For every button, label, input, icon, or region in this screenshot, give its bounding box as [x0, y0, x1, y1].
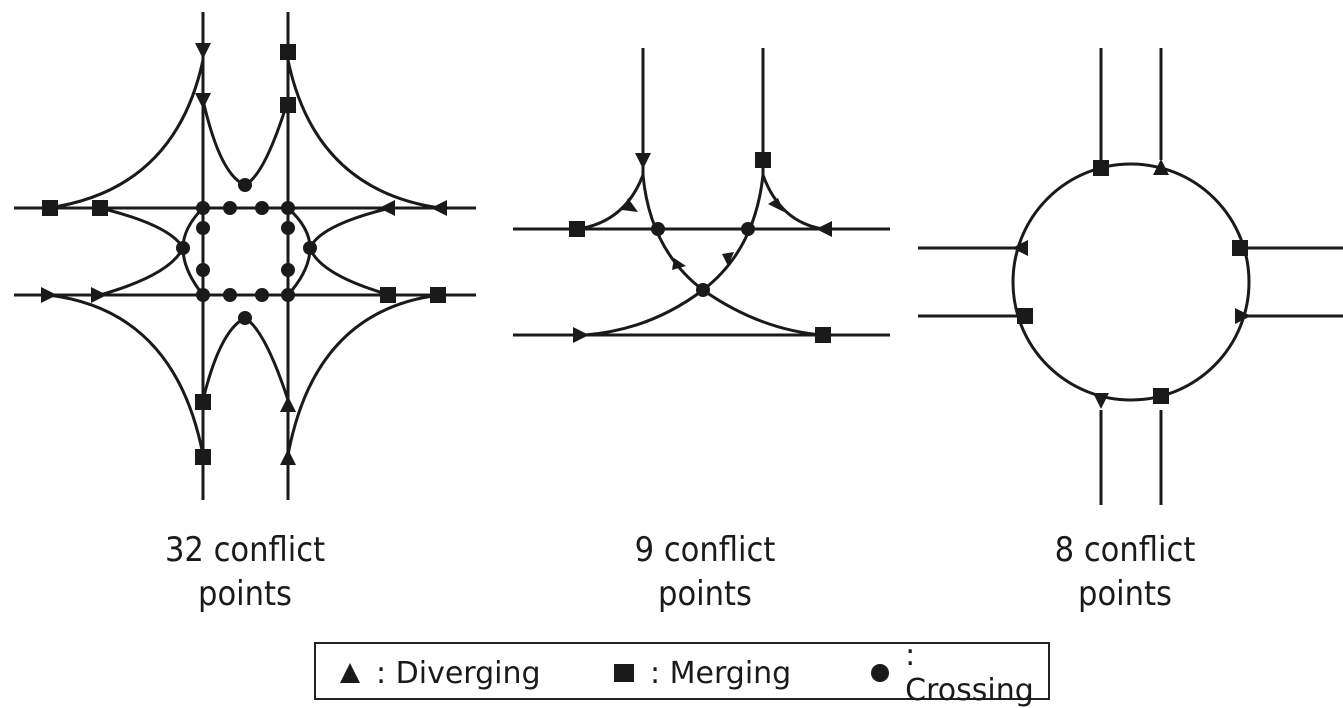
t-turn-paths: [577, 174, 824, 337]
intersection-roads: [14, 12, 476, 500]
circle-icon: [871, 664, 889, 682]
crossing-marker: [238, 178, 252, 192]
diverging-marker: [41, 287, 57, 303]
merging-marker: [1153, 388, 1169, 404]
diverging-marker: [91, 287, 107, 303]
crossing-marker: [196, 221, 210, 235]
legend-crossing: : Crossing: [868, 638, 1048, 708]
merging-marker: [380, 287, 396, 303]
diverging-marker: [816, 221, 832, 237]
crossing-marker: [281, 263, 295, 277]
crossing-marker: [255, 201, 269, 215]
caption-t-intersection: 9 conflict points: [580, 528, 830, 616]
merging-marker: [1232, 240, 1248, 256]
caption-four-leg: 32 conflict points: [120, 528, 370, 616]
crossing-marker: [281, 288, 295, 302]
right-turn-arcs: [47, 59, 441, 456]
legend-crossing-label: : Crossing: [905, 638, 1034, 708]
legend-merging-label: : Merging: [650, 655, 792, 691]
diverging-marker: [635, 153, 651, 169]
crossing-marker: [741, 222, 755, 236]
direction-arrow: [622, 198, 638, 212]
t-intersection-diagram: [513, 48, 890, 343]
crossing-marker: [696, 283, 710, 297]
legend-diverging: : Diverging: [338, 648, 541, 698]
caption-roundabout: 8 conflict points: [1000, 528, 1250, 616]
crossing-marker: [223, 201, 237, 215]
crossing-marker: [281, 221, 295, 235]
triangle-icon: [340, 663, 360, 683]
crossing-marker: [651, 222, 665, 236]
square-icon: [614, 664, 634, 682]
diverging-marker: [195, 93, 211, 109]
caption-roundabout-line2: points: [1078, 574, 1172, 614]
diverging-marker: [1093, 393, 1109, 409]
legend-merging: : Merging: [612, 648, 791, 698]
crossing-marker: [238, 311, 252, 325]
merging-marker: [1017, 308, 1033, 324]
crossing-marker: [196, 288, 210, 302]
merging-marker: [1093, 160, 1109, 176]
four-leg-intersection-diagram: [14, 12, 476, 500]
diverging-marker: [379, 200, 395, 216]
caption-four-leg-line1: 32 conflict: [164, 530, 326, 570]
direction-arrow: [722, 252, 734, 266]
crossing-marker: [196, 263, 210, 277]
merging-marker: [92, 200, 108, 216]
merging-marker: [815, 327, 831, 343]
caption-t-line2: points: [658, 574, 752, 614]
legend-diverging-label: : Diverging: [376, 655, 541, 691]
direction-arrow: [672, 258, 686, 270]
crossing-marker: [281, 201, 295, 215]
merging-marker: [430, 287, 446, 303]
diverging-marker: [195, 43, 211, 59]
diverging-marker: [280, 449, 296, 465]
merging-marker: [195, 449, 211, 465]
merging-marker: [280, 97, 296, 113]
diverging-marker: [431, 200, 447, 216]
roundabout-roads: [918, 48, 1343, 505]
caption-roundabout-line1: 8 conflict: [1054, 530, 1196, 570]
merging-marker: [195, 394, 211, 410]
caption-t-line1: 9 conflict: [634, 530, 776, 570]
diverging-marker: [280, 396, 296, 412]
diverging-marker: [573, 327, 589, 343]
crossing-marker: [255, 288, 269, 302]
crossing-marker: [176, 241, 190, 255]
merging-marker: [42, 200, 58, 216]
direction-arrow: [768, 198, 784, 212]
merging-marker: [755, 152, 771, 168]
legend: : Diverging : Merging : Crossing: [314, 638, 1050, 708]
left-turn-paths: [99, 99, 391, 401]
merging-marker: [569, 221, 585, 237]
roundabout-diagram: [918, 48, 1343, 505]
caption-four-leg-line2: points: [198, 574, 292, 614]
merging-marker: [280, 44, 296, 60]
roundabout-circle: [1011, 162, 1251, 402]
crossing-marker: [196, 201, 210, 215]
crossing-marker: [223, 288, 237, 302]
crossing-marker: [303, 241, 317, 255]
